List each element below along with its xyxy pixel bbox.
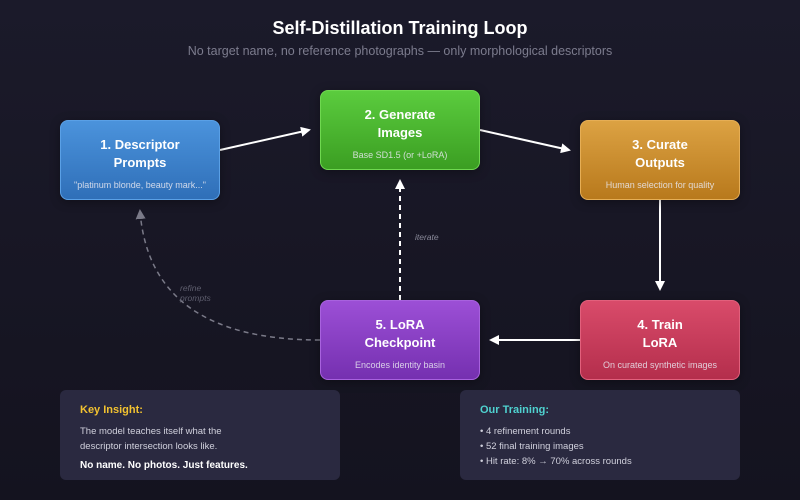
training-card: Our Training: • 4 refinement rounds • 52… [460, 390, 740, 480]
key-insight-line-1: The model teaches itself what the [80, 426, 222, 437]
node-lora-checkpoint-title-2: Checkpoint [364, 335, 436, 350]
node-curate-outputs-title-2: Outputs [635, 155, 685, 170]
training-heading: Our Training: [480, 404, 550, 416]
node-generate-images-title-1: 2. Generate [364, 107, 436, 122]
node-train-lora: 4. Train LoRA On curated synthetic image… [580, 300, 740, 380]
arrow-checkpoint-to-descriptor-refine [135, 209, 321, 341]
arrow-descriptor-to-generate [219, 126, 311, 151]
node-descriptor-prompts: 1. Descriptor Prompts "platinum blonde, … [60, 120, 220, 200]
node-descriptor-prompts-title-2: Prompts [113, 155, 167, 170]
edge-label-iterate: iterate [415, 232, 439, 242]
key-insight-card: Key Insight: The model teaches itself wh… [60, 390, 340, 480]
diagram-subtitle: No target name, no reference photographs… [187, 44, 613, 58]
training-item-1: • 4 refinement rounds [480, 426, 571, 437]
node-generate-images-title-2: Images [377, 125, 423, 140]
node-lora-checkpoint-desc: Encodes identity basin [354, 360, 446, 370]
node-curate-outputs: 3. Curate Outputs Human selection for qu… [580, 120, 740, 200]
diagram-title: Self-Distillation Training Loop [272, 18, 528, 38]
key-insight-line-2: descriptor intersection looks like. [80, 441, 218, 452]
node-descriptor-prompts-title-1: 1. Descriptor [100, 137, 180, 152]
training-item-2: • 52 final training images [480, 441, 584, 452]
arrow-generate-to-curate [479, 129, 571, 154]
node-train-lora-desc: On curated synthetic images [602, 360, 718, 370]
node-lora-checkpoint: 5. LoRA Checkpoint Encodes identity basi… [320, 300, 480, 380]
node-lora-checkpoint-title-1: 5. LoRA [375, 317, 425, 332]
edge-label-refine-prompts: refine prompts [180, 283, 211, 303]
key-insight-emphasis: No name. No photos. Just features. [80, 460, 248, 471]
node-train-lora-title-2: LoRA [642, 335, 678, 350]
node-generate-images-desc: Base SD1.5 (or +LoRA) [352, 150, 448, 160]
node-generate-images: 2. Generate Images Base SD1.5 (or +LoRA) [320, 90, 480, 170]
node-train-lora-title-1: 4. Train [637, 317, 683, 332]
edge-label-refine-line1: refine [180, 283, 202, 293]
training-item-3: • Hit rate: 8% → 70% across rounds [480, 456, 632, 467]
key-insight-heading: Key Insight: [80, 404, 143, 416]
edge-label-refine-line2: prompts [180, 293, 211, 303]
node-descriptor-prompts-desc: "platinum blonde, beauty mark..." [74, 180, 206, 190]
node-curate-outputs-title-1: 3. Curate [632, 137, 688, 152]
node-curate-outputs-desc: Human selection for quality [605, 180, 715, 190]
